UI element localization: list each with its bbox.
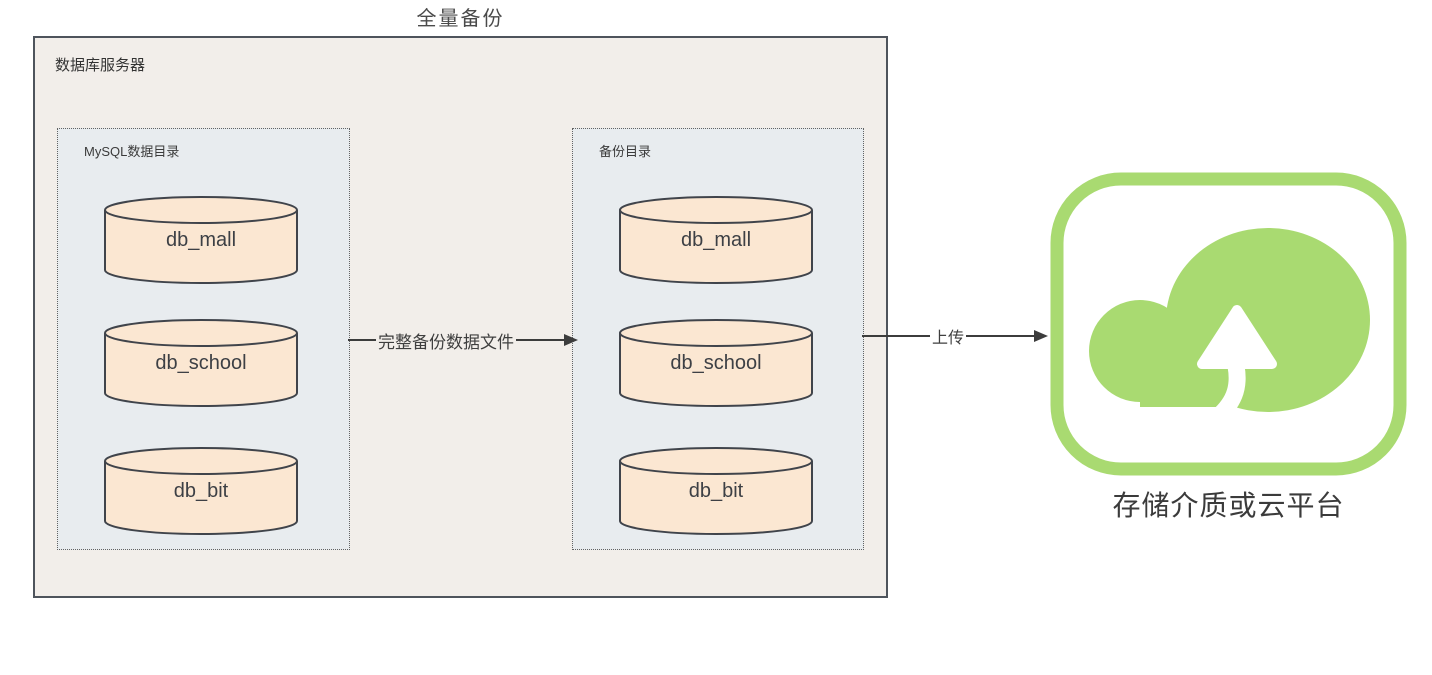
- database-name: db_bit: [173, 480, 229, 502]
- database-name: db_bit: [688, 480, 744, 502]
- cloud-upload-icon: [1050, 172, 1407, 476]
- arrow-line: [966, 335, 1035, 337]
- mysql-data-dir-label: MySQL数据目录: [84, 144, 180, 159]
- backup-flow-arrow: 完整备份数据文件: [348, 326, 578, 354]
- arrow-line: [516, 339, 564, 341]
- database-name: db_mall: [680, 229, 752, 251]
- database-cylinder-icon: [619, 319, 813, 407]
- database-cylinder-icon: [619, 196, 813, 284]
- backup-dir-box: 备份目录 db_mall db_school: [572, 128, 864, 550]
- database-cylinder-icon: [104, 447, 298, 535]
- arrowhead-icon: [1034, 330, 1049, 342]
- database-cylinder-icon: [104, 319, 298, 407]
- mysql-data-dir-box: MySQL数据目录 db_mall db_school: [57, 128, 350, 550]
- database-name: db_school: [155, 352, 247, 374]
- database-cylinder-icon: [104, 196, 298, 284]
- database-server-label: 数据库服务器: [55, 57, 146, 74]
- cloud-platform-label: 存储介质或云平台: [1112, 490, 1345, 521]
- backup-dir-label: 备份目录: [599, 144, 652, 159]
- database-cylinder: db_bit: [103, 446, 299, 536]
- arrow-line: [348, 339, 376, 341]
- database-name: db_school: [670, 352, 762, 374]
- database-cylinder: db_mall: [103, 195, 299, 285]
- database-name: db_mall: [165, 229, 237, 251]
- database-cylinder-icon: [619, 447, 813, 535]
- database-cylinder: db_school: [103, 318, 299, 408]
- upload-arrow-label: 上传: [932, 330, 965, 347]
- arrow-line: [862, 335, 930, 337]
- database-cylinder: db_school: [618, 318, 814, 408]
- database-cylinder: db_mall: [618, 195, 814, 285]
- upload-flow-arrow: 上传: [862, 322, 1049, 350]
- arrowhead-icon: [564, 334, 578, 346]
- diagram-title: 全量备份: [416, 8, 505, 30]
- database-server-box: 数据库服务器 MySQL数据目录 db_mall db_school: [33, 36, 888, 598]
- database-cylinder: db_bit: [618, 446, 814, 536]
- backup-arrow-label: 完整备份数据文件: [378, 332, 514, 352]
